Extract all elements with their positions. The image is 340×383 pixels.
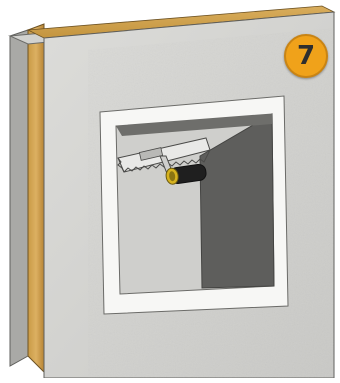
step-number: 7	[297, 43, 315, 69]
wall-back-layer	[10, 30, 28, 366]
wall-wood-edge	[28, 24, 44, 372]
wall-opening	[100, 96, 288, 314]
step-number-badge: 7	[284, 34, 328, 78]
